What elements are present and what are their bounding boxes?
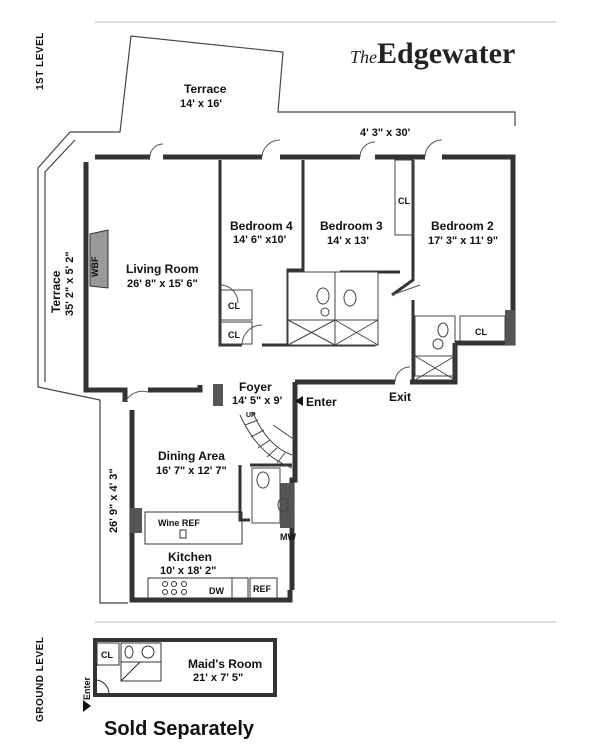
terrace-top-name: Terrace xyxy=(184,82,227,96)
brand-name: Edgewater xyxy=(377,37,516,70)
terrace-strip-dim: 4' 3" x 30' xyxy=(360,127,411,139)
dining-dim: 16' 7" x 12' 7" xyxy=(156,465,227,477)
living-room-name: Living Room xyxy=(126,262,199,276)
kitchen-dim: 10' x 18' 2" xyxy=(160,565,216,577)
mw-label: MW xyxy=(280,532,296,542)
bathroom-bed2 xyxy=(414,315,456,381)
wbf-label: WBF xyxy=(90,256,100,277)
doors xyxy=(124,139,443,403)
column xyxy=(280,483,294,528)
maid-enter-arrow-icon xyxy=(83,700,91,712)
maid-closet-label: CL xyxy=(101,650,113,660)
powder-room xyxy=(251,467,289,524)
bathroom-bed3 xyxy=(287,271,379,346)
dining-name: Dining Area xyxy=(158,449,225,463)
foyer-name: Foyer xyxy=(239,380,272,394)
column xyxy=(130,508,142,533)
kitchen-island xyxy=(144,511,243,545)
sold-separately-label: Sold Separately xyxy=(104,718,255,740)
enter-arrow-icon xyxy=(295,396,303,406)
brand-prefix: The xyxy=(350,47,377,67)
kitchen-name: Kitchen xyxy=(168,550,212,564)
bedroom2-name: Bedroom 2 xyxy=(431,219,494,233)
terrace-outline xyxy=(37,35,516,604)
wine-ref-label: Wine REF xyxy=(158,518,200,528)
maids-room-name: Maid's Room xyxy=(188,657,262,671)
exit-label: Exit xyxy=(389,390,411,404)
closet-label: CL xyxy=(228,301,240,311)
fireplace: WBF xyxy=(89,229,109,289)
maids-room-dim: 21' x 7' 5" xyxy=(193,672,243,684)
bedroom2-dim: 17' 3" x 11' 9" xyxy=(428,235,498,247)
maids-room-walls xyxy=(93,638,277,697)
terrace-top-dim: 14' x 16' xyxy=(180,98,222,110)
dw-label: DW xyxy=(209,586,224,596)
living-room-dim: 26' 8" x 15' 6" xyxy=(127,278,198,290)
closets xyxy=(219,159,506,345)
up-label: UP xyxy=(246,412,256,419)
closet-label: CL xyxy=(398,196,410,206)
foyer-dim: 14' 5" x 9' xyxy=(232,395,283,407)
enter-label: Enter xyxy=(306,395,337,409)
kitchen-counter xyxy=(147,577,278,599)
bedroom3-name: Bedroom 3 xyxy=(320,219,383,233)
first-level-label: 1ST LEVEL xyxy=(35,32,46,90)
terrace-side-name: Terrace xyxy=(49,270,63,313)
bedroom4-dim: 14' 6" x10' xyxy=(233,234,287,246)
closet-label: CL xyxy=(228,330,240,340)
terrace-side-dim: 35' 2" x 5' 2" xyxy=(64,251,76,316)
ground-level-label: GROUND LEVEL xyxy=(35,637,46,722)
brand-logo: TheEdgewater xyxy=(350,37,515,71)
bedroom4-name: Bedroom 4 xyxy=(230,219,293,233)
ref-label: REF xyxy=(253,584,272,594)
terrace-lower-dim: 26' 9" x 4' 3" xyxy=(108,468,120,533)
bedroom3-dim: 14' x 13' xyxy=(327,235,369,247)
closet-label: CL xyxy=(475,327,487,337)
column xyxy=(213,384,223,406)
spiral-stair xyxy=(239,412,296,469)
column xyxy=(505,310,515,345)
maid-enter-label: Enter xyxy=(82,676,92,700)
main-walls xyxy=(83,154,516,603)
